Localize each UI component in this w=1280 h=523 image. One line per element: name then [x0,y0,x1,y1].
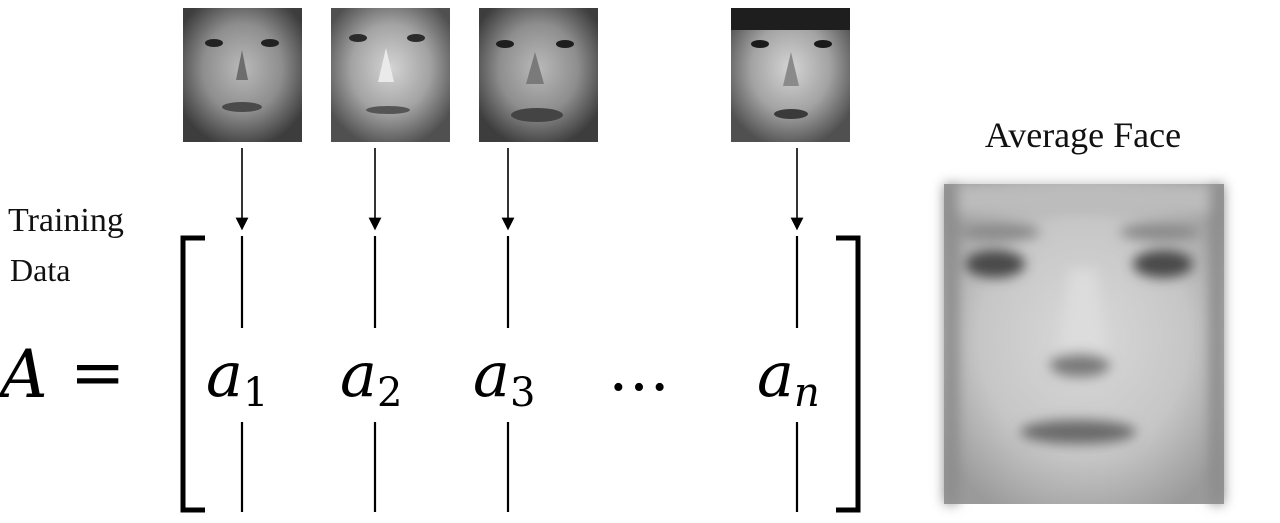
column-label-2: a2 [340,338,402,416]
average-face-image [944,184,1224,504]
training-label-line1: Training [8,202,124,239]
column-label-1: a1 [206,338,268,416]
left-bracket [180,235,205,513]
right-bracket [836,235,861,513]
training-face-4 [731,8,850,142]
matrix-name: A [0,336,48,413]
training-face-1 [183,8,302,142]
training-label-line2: Data [10,252,70,288]
column-label-n: an [757,338,820,416]
column-label-3: a3 [473,338,535,416]
training-face-2 [331,8,450,142]
average-face-label: Average Face [985,115,1181,155]
equals-sign: = [70,334,125,411]
column-ellipsis: … [608,332,670,405]
training-face-3 [479,8,598,142]
